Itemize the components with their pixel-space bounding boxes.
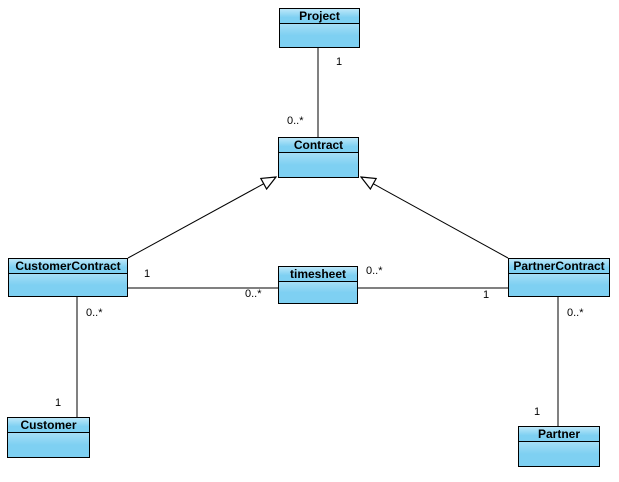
class-box-timesheet[interactable]: timesheet	[278, 266, 358, 304]
edge-generalization-partnercontract-contract[interactable]	[361, 177, 509, 259]
class-attributes-compartment-partner	[519, 442, 599, 466]
edge-generalization-customercontract-contract[interactable]	[127, 177, 276, 259]
class-box-contract[interactable]: Contract	[278, 137, 359, 178]
multiplicity-label: 1	[55, 397, 62, 409]
class-name-partnercontract: PartnerContract	[509, 259, 609, 274]
multiplicity-label: 0..*	[287, 115, 304, 127]
class-attributes-compartment-customer	[8, 433, 89, 457]
multiplicity-label: 1	[144, 268, 151, 280]
class-attributes-compartment-partnercontract	[509, 274, 609, 296]
class-name-partner: Partner	[519, 427, 599, 442]
multiplicity-label: 1	[483, 289, 490, 301]
multiplicity-label: 0..*	[366, 265, 383, 277]
class-box-customercontract[interactable]: CustomerContract	[8, 258, 128, 297]
class-name-customer: Customer	[8, 418, 89, 433]
multiplicity-label: 0..*	[86, 307, 103, 319]
class-box-partnercontract[interactable]: PartnerContract	[508, 258, 610, 297]
class-box-project[interactable]: Project	[279, 8, 360, 48]
class-name-customercontract: CustomerContract	[9, 259, 127, 274]
class-attributes-compartment-customercontract	[9, 274, 127, 296]
multiplicity-label: 1	[534, 406, 541, 418]
class-name-timesheet: timesheet	[279, 267, 357, 282]
class-name-contract: Contract	[279, 138, 358, 153]
class-attributes-compartment-contract	[279, 153, 358, 177]
class-name-project: Project	[280, 9, 359, 24]
class-box-partner[interactable]: Partner	[518, 426, 600, 467]
class-box-customer[interactable]: Customer	[7, 417, 90, 458]
multiplicity-label: 0..*	[567, 307, 584, 319]
multiplicity-label: 0..*	[245, 288, 262, 300]
multiplicity-label: 1	[336, 56, 343, 68]
class-attributes-compartment-timesheet	[279, 282, 357, 303]
class-attributes-compartment-project	[280, 24, 359, 47]
